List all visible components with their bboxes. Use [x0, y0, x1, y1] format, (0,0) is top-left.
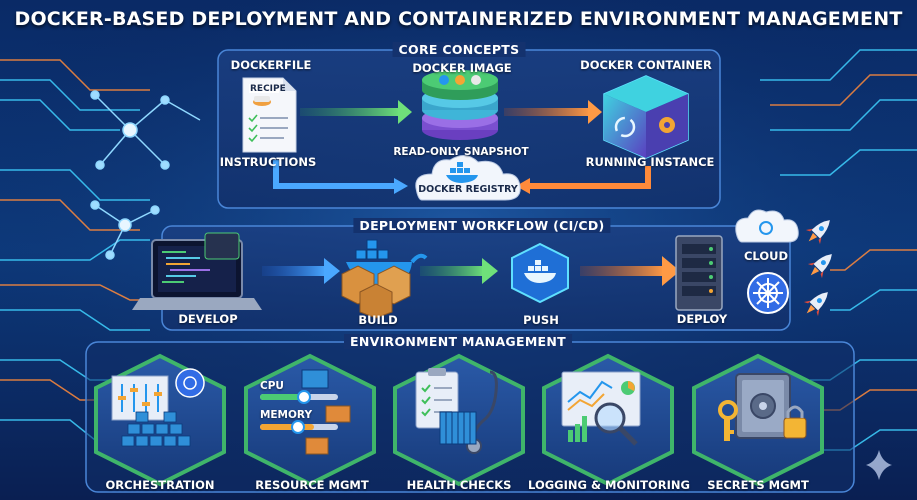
kubernetes-icon — [747, 272, 789, 314]
deployment-workflow-heading: DEPLOYMENT WORKFLOW (CI/CD) — [353, 218, 611, 233]
deploy-server-rack-icon — [675, 235, 723, 311]
develop-label: DEVELOP — [178, 312, 238, 326]
deploy-label: DEPLOY — [676, 312, 728, 326]
arrow-dockerfile-to-image — [300, 100, 412, 124]
arrow-develop-to-build — [262, 258, 340, 284]
docker-image-label: DOCKER IMAGE — [412, 61, 512, 75]
health-clipboard-stethoscope-icon — [415, 368, 498, 454]
arrow-image-to-container — [504, 100, 602, 124]
logging-monitoring-label: LOGGING & MONITORING — [528, 478, 690, 492]
resource-mgmt-label: RESOURCE MGMT — [255, 478, 369, 492]
build-docker-whale-icon — [341, 239, 428, 319]
cloud-label: CLOUD — [743, 249, 789, 263]
orchestration-label: ORCHESTRATION — [105, 478, 215, 492]
arrow-container-to-registry — [516, 166, 651, 194]
push-registry-hexagon-icon — [511, 242, 569, 304]
arrow-dockerfile-to-registry — [273, 160, 408, 194]
docker-registry-label: DOCKER REGISTRY — [418, 184, 518, 195]
instructions-label: INSTRUCTIONS — [219, 155, 317, 169]
resource-sliders-icon — [260, 369, 351, 455]
cpu-label: CPU — [260, 380, 284, 392]
running-instance-label: RUNNING INSTANCE — [585, 155, 715, 169]
build-label: BUILD — [358, 313, 398, 327]
core-concepts-heading: CORE CONCEPTS — [392, 42, 526, 57]
docker-image-stack-icon — [422, 70, 498, 140]
container-cube-icon — [603, 75, 689, 159]
sparkle-icon — [866, 450, 892, 480]
rocket-icon-1 — [805, 220, 830, 245]
environment-management-heading: ENVIRONMENT MANAGEMENT — [344, 334, 572, 349]
orchestration-dashboard-icon — [111, 368, 205, 447]
laptop-code-icon — [132, 232, 262, 310]
logging-monitor-magnifier-icon — [561, 371, 641, 446]
rocket-icon-2 — [807, 254, 832, 279]
recipe-label: RECIPE — [250, 84, 286, 94]
secrets-mgmt-label: SECRETS MGMT — [707, 478, 809, 492]
memory-label: MEMORY — [259, 409, 313, 421]
read-only-snapshot-label: READ-ONLY SNAPSHOT — [393, 146, 529, 158]
push-label: PUSH — [523, 313, 559, 327]
hexagon-resource-mgmt — [244, 353, 376, 487]
health-checks-label: HEALTH CHECKS — [406, 478, 512, 492]
arrow-build-to-push — [420, 258, 498, 284]
docker-registry-cloud-icon — [415, 155, 521, 201]
rocket-icon-3 — [803, 292, 828, 317]
arrow-push-to-deploy — [580, 256, 680, 286]
network-node-graph-bottom — [90, 200, 160, 260]
secrets-vault-key-lock-icon — [718, 373, 807, 441]
page-title: DOCKER-BASED DEPLOYMENT AND CONTAINERIZE… — [14, 8, 903, 30]
network-node-graph-top — [90, 90, 201, 170]
recipe-document-icon — [242, 77, 297, 153]
docker-container-label: DOCKER CONTAINER — [580, 58, 712, 72]
cloud-icon — [735, 209, 799, 243]
dockerfile-label: DOCKERFILE — [230, 58, 312, 72]
